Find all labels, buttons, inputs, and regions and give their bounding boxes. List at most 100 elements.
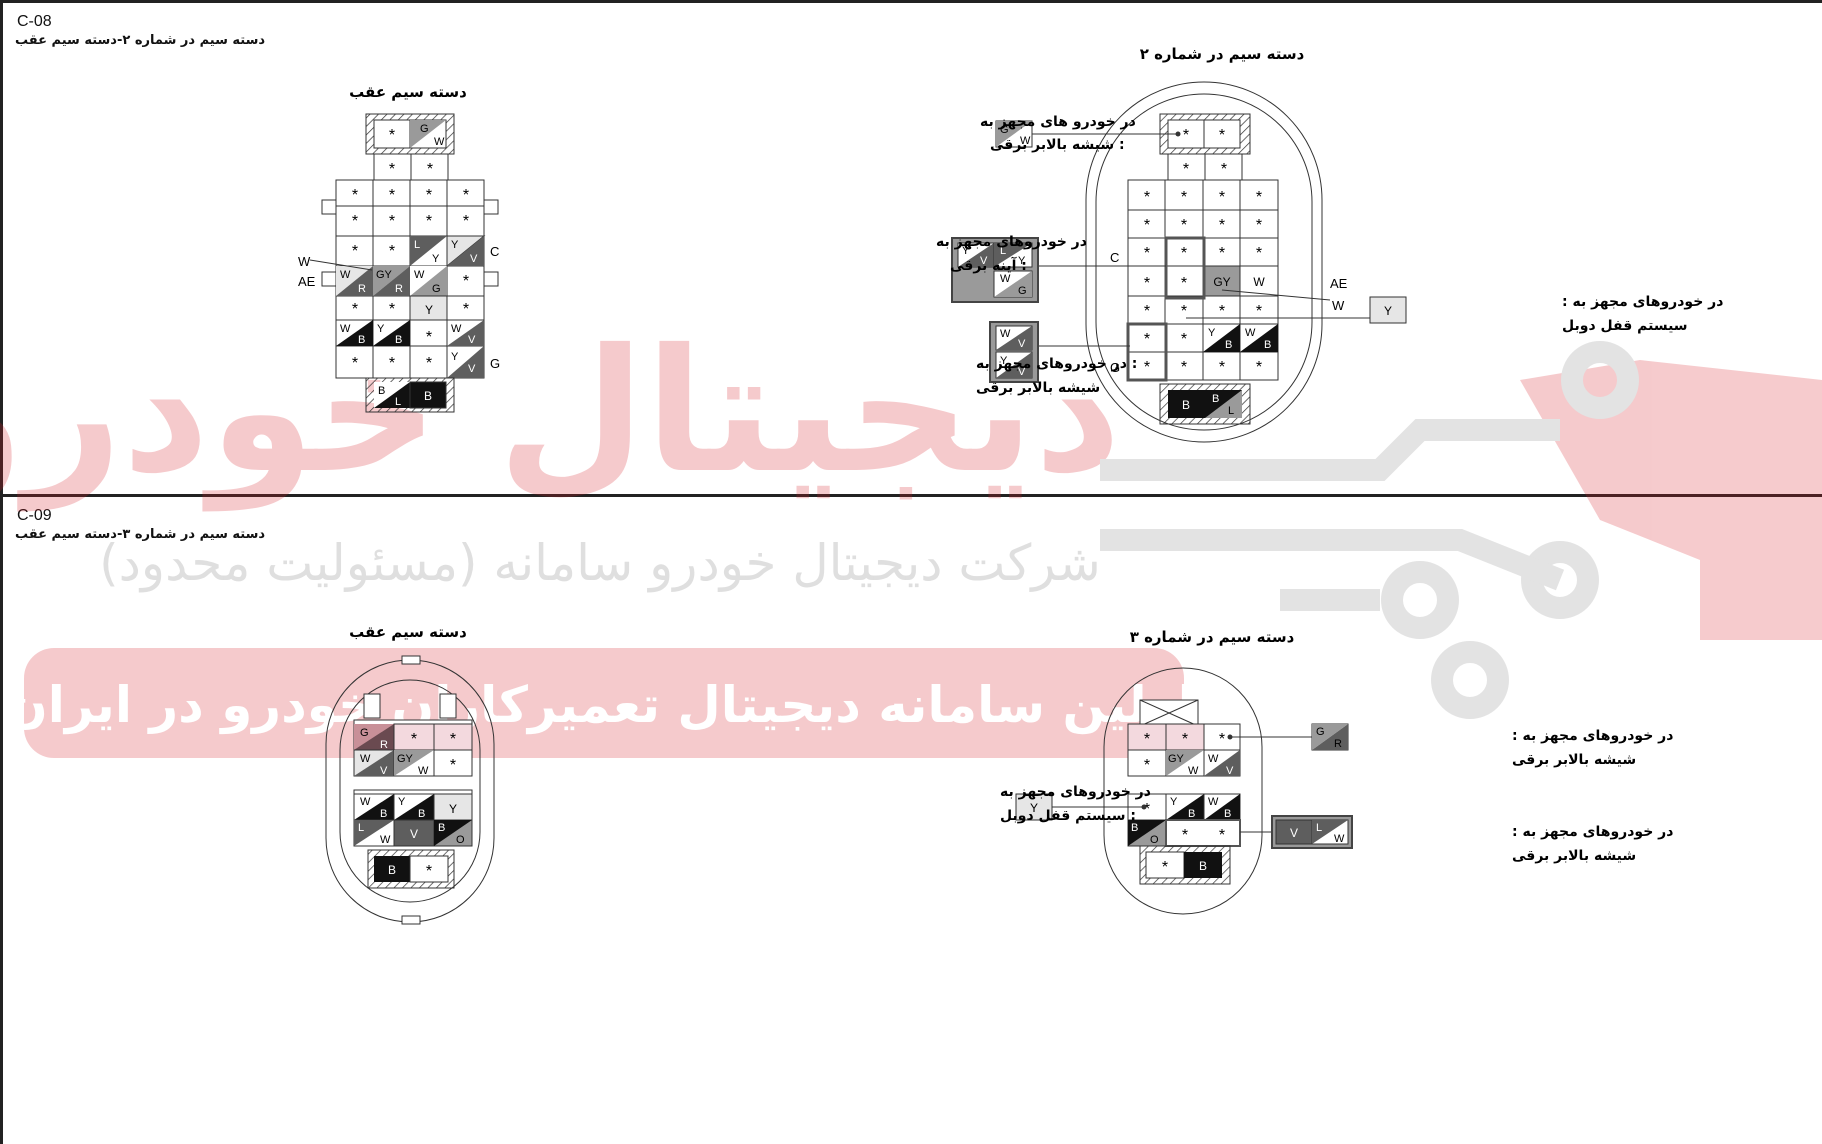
c09-right-title: دسته سیم در شماره ۳: [1130, 628, 1295, 646]
c09-note-y-line2: : سیستم قفل دوبل: [1000, 808, 1136, 824]
c09-note-vlw-line2: شیشه بالابر برقی: [1512, 848, 1636, 864]
svg-text:GY: GY: [1168, 753, 1185, 765]
c09-left-title: دسته سیم عقب: [349, 623, 467, 641]
svg-text:*: *: [1183, 161, 1189, 178]
connector-c08-panel: C-08 دسته سیم در شماره ۲-دسته سیم عقب: [0, 0, 1822, 494]
svg-text:Y: Y: [1208, 327, 1216, 339]
svg-text:L: L: [358, 822, 364, 834]
svg-text:*: *: [1219, 245, 1225, 262]
svg-text:*: *: [1183, 127, 1189, 144]
watermark-car-shape: [1520, 360, 1822, 640]
c08-side-label-C: C: [490, 244, 499, 259]
watermark-company: شرکت دیجیتال خودرو سامانه (مسئولیت محدود…: [99, 534, 1101, 593]
svg-text:V: V: [410, 827, 418, 841]
svg-text:*: *: [1256, 245, 1262, 262]
svg-text:B: B: [418, 808, 425, 820]
c08-right-title: دسته سیم در شماره ۲: [1140, 45, 1305, 63]
svg-text:*: *: [1219, 217, 1225, 234]
svg-text:*: *: [426, 213, 432, 230]
svg-text:W: W: [1253, 275, 1265, 289]
svg-text:Y: Y: [425, 303, 433, 317]
c09-rear-harness-connector: دسته سیم عقب GR ** WV GYW * WB YB Y LW V…: [325, 623, 495, 925]
svg-text:*: *: [1144, 331, 1150, 348]
c08-callouts: GW در خودرو های مجهز به : شیشه بالابر بر…: [936, 114, 1723, 396]
svg-text:R: R: [380, 739, 388, 751]
svg-text:V: V: [1018, 338, 1026, 350]
svg-text:*: *: [352, 213, 358, 230]
svg-text:*: *: [1144, 359, 1150, 376]
svg-text:V: V: [380, 765, 388, 777]
svg-text:O: O: [1150, 834, 1159, 846]
svg-text:B: B: [1212, 393, 1219, 405]
svg-text:W: W: [340, 269, 351, 281]
svg-text:B: B: [424, 389, 432, 403]
svg-text:*: *: [389, 127, 395, 144]
svg-text:*: *: [1144, 757, 1150, 774]
svg-text:*: *: [426, 187, 432, 204]
svg-text:W: W: [451, 323, 462, 335]
c08-right-side-C: C: [1110, 250, 1119, 265]
c08-side-label-G: G: [490, 356, 500, 371]
svg-text:B: B: [1182, 398, 1190, 412]
svg-text:*: *: [1256, 303, 1262, 320]
c08-lock-wire: Y: [1384, 304, 1392, 318]
svg-text:G: G: [1316, 726, 1325, 738]
c08-note-mirror-line1: در خودروهای مجهز به: [936, 234, 1087, 250]
svg-text:*: *: [1219, 303, 1225, 320]
watermark-logo-text: دیجیتال خودرو: [0, 313, 1121, 512]
c08-note-mirror-line2: : آینه برقی: [950, 256, 1027, 274]
c08-harness-2-connector: دسته سیم در شماره ۲ ** ** **** **** ****…: [1032, 45, 1370, 443]
svg-text:*: *: [1144, 245, 1150, 262]
svg-text:*: *: [1256, 217, 1262, 234]
svg-text:*: *: [1181, 245, 1187, 262]
c09-callouts: GR در خودروهای مجهز به : شیشه بالابر برق…: [1000, 723, 1673, 864]
svg-text:L: L: [1316, 822, 1322, 834]
svg-text:B: B: [388, 863, 396, 877]
svg-text:*: *: [426, 863, 432, 880]
connector-c09-panel: C-09 دسته سیم در شماره ۳-دسته سیم عقب: [0, 494, 1822, 1144]
svg-text:B: B: [1225, 339, 1232, 351]
svg-text:Y: Y: [451, 351, 459, 363]
svg-text:*: *: [1219, 827, 1225, 844]
svg-text:*: *: [352, 355, 358, 372]
svg-text:W: W: [1334, 833, 1345, 845]
svg-text:V: V: [1290, 826, 1298, 840]
svg-text:*: *: [450, 731, 456, 748]
svg-text:GY: GY: [376, 269, 393, 281]
svg-text:Y: Y: [398, 796, 406, 808]
svg-text:*: *: [1144, 189, 1150, 206]
svg-text:*: *: [1219, 731, 1225, 748]
svg-text:*: *: [463, 301, 469, 318]
svg-text:*: *: [426, 355, 432, 372]
svg-text:B: B: [1264, 339, 1271, 351]
svg-text:W: W: [380, 834, 391, 846]
c08-right-side-AE: AE: [1330, 276, 1348, 291]
svg-text:*: *: [411, 731, 417, 748]
svg-text:B: B: [1199, 859, 1207, 873]
svg-text:*: *: [1181, 217, 1187, 234]
svg-text:V: V: [468, 334, 476, 346]
svg-text:W: W: [434, 136, 445, 148]
svg-text:*: *: [450, 757, 456, 774]
svg-text:Y: Y: [377, 323, 385, 335]
svg-text:*: *: [1144, 731, 1150, 748]
svg-text:*: *: [389, 187, 395, 204]
svg-text:W: W: [1020, 135, 1031, 147]
svg-text:W: W: [414, 269, 425, 281]
svg-text:*: *: [389, 161, 395, 178]
svg-text:W: W: [340, 323, 351, 335]
svg-text:R: R: [358, 283, 366, 295]
c08-note-window-line2: شیشه بالابر برقی: [976, 380, 1100, 396]
svg-text:*: *: [427, 161, 433, 178]
svg-text:R: R: [395, 283, 403, 295]
c09-lock-wire: Y: [1030, 801, 1038, 815]
svg-text:*: *: [389, 243, 395, 260]
svg-text:W: W: [1000, 328, 1011, 340]
svg-text:O: O: [456, 834, 465, 846]
c09-note-y-line1: در خودروهای مجهز به: [1000, 784, 1151, 800]
c08-rear-harness-connector: دسته سیم عقب * GW * * **** **** *** ***: [298, 83, 500, 413]
svg-text:*: *: [1256, 359, 1262, 376]
c08-note-top-line1: در خودرو های مجهز به: [980, 114, 1136, 130]
svg-text:*: *: [463, 273, 469, 290]
svg-text:Y: Y: [449, 802, 457, 816]
